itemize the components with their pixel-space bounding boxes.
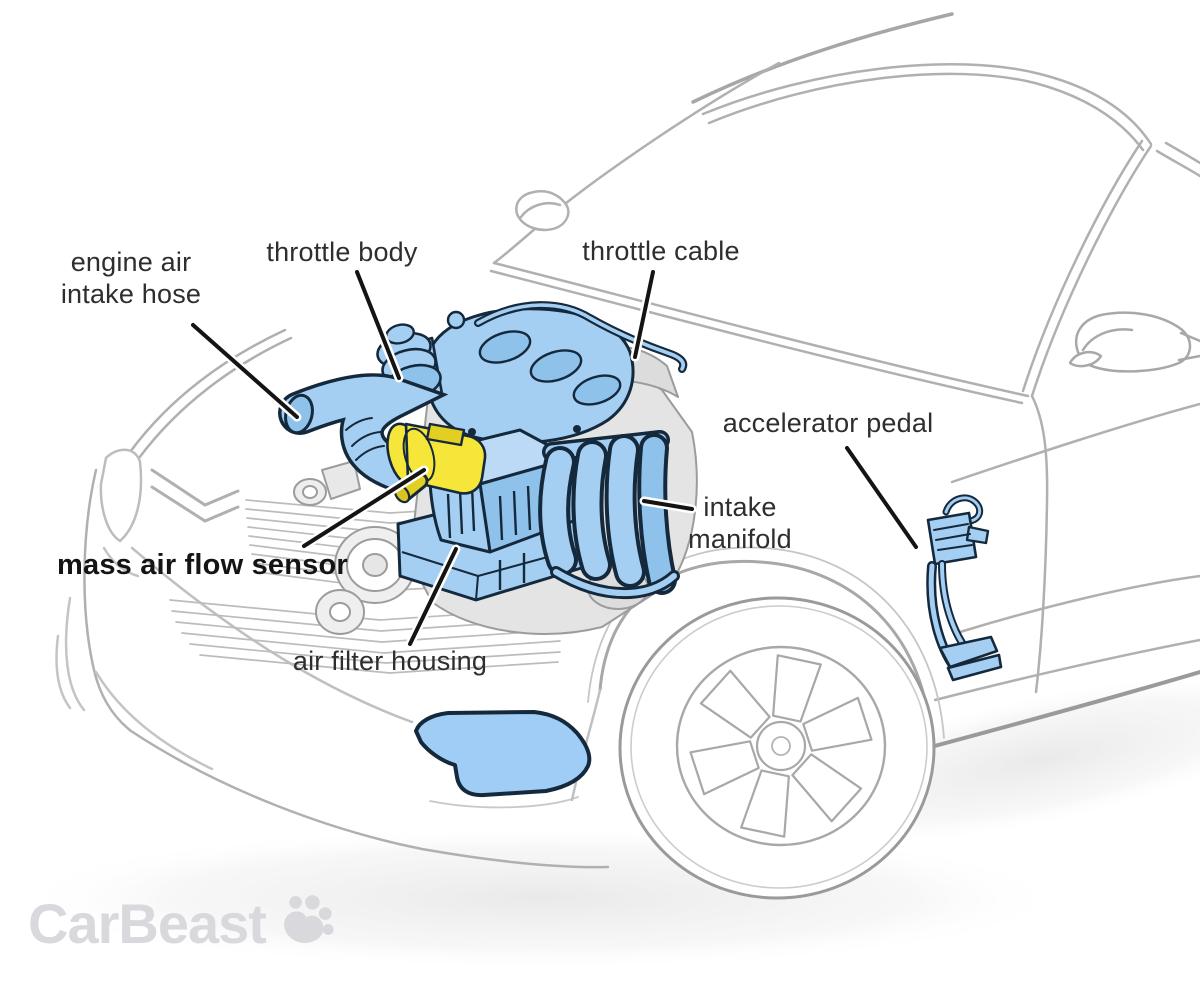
paw-icon xyxy=(276,893,334,954)
leader-lines xyxy=(188,267,921,649)
label-throttle-body: throttle body xyxy=(266,237,418,267)
leader-mass-air-flow-sensor xyxy=(302,468,426,548)
label-intake-manifold: intake manifold xyxy=(688,492,792,554)
leader-air-filter-housing xyxy=(408,547,458,646)
accelerator-pedal-part xyxy=(926,494,1003,682)
label-throttle-cable: throttle cable xyxy=(582,236,740,266)
window-mirror xyxy=(1068,311,1200,373)
intake-hose-part xyxy=(278,373,449,492)
brand-logo: CarBeast xyxy=(28,893,334,954)
grille-badge xyxy=(150,468,240,523)
front-wheel xyxy=(618,596,936,900)
leader-engine-air-intake-hose xyxy=(191,323,299,419)
label-engine-air-intake-hose: engine air intake hose xyxy=(60,247,202,309)
engine-cover xyxy=(425,307,635,445)
leader-intake-manifold xyxy=(642,499,694,511)
throttle-cable-part xyxy=(474,301,688,373)
label-mass-air-flow-sensor: mass air flow sensor xyxy=(57,549,348,581)
leader-throttle-cable xyxy=(633,270,655,359)
car-outline xyxy=(55,12,1200,869)
wheel-spokes xyxy=(689,654,873,838)
fog-lamp-insert xyxy=(414,710,592,798)
intake-manifold-part xyxy=(538,430,680,600)
label-accelerator-pedal: accelerator pedal xyxy=(722,408,934,438)
brand-logo-text: CarBeast xyxy=(28,891,267,955)
headlight xyxy=(99,448,143,578)
roof-line xyxy=(691,12,954,104)
leader-accelerator-pedal xyxy=(845,446,918,549)
label-air-filter-housing: air filter housing xyxy=(292,646,488,676)
leader-throttle-body xyxy=(355,270,401,380)
side-mirror xyxy=(515,190,570,232)
